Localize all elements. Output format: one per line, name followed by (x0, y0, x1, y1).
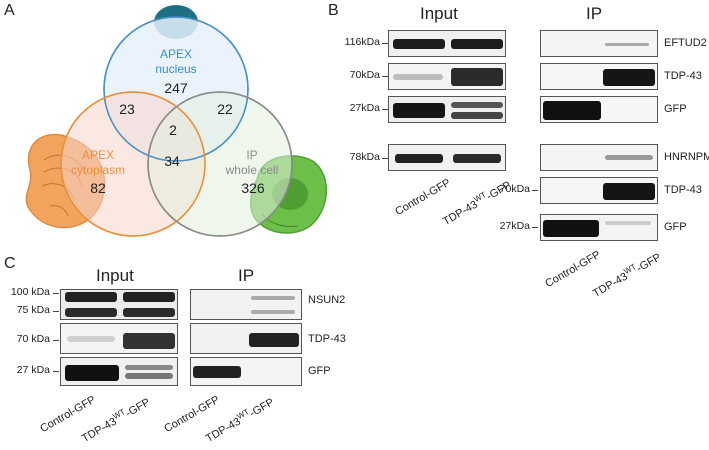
apex-nucleus-label-1: APEX (159, 47, 192, 61)
blot-b-input-eftud2 (388, 30, 506, 57)
blot-b-input-gfp (388, 96, 506, 123)
panel-c-input-title: Input (96, 266, 134, 285)
protein-c-tdp43: TDP-43 (308, 333, 346, 345)
mw-label-b-116: 116kDa (344, 36, 380, 48)
protein-c-gfp: GFP (308, 365, 331, 377)
mw-label-c-75: 75 kDa (16, 304, 50, 316)
ip-whole-cell-label-1: IP (246, 148, 258, 162)
blot-b-ip-hnrnpm (540, 144, 658, 171)
mw-label-b-27-top: 27kDa (349, 102, 380, 114)
blot-c-ip-nsun2 (190, 289, 302, 320)
blot-c-input-gfp (60, 357, 178, 386)
blot-b-ip-gfp-2 (540, 214, 658, 241)
overlap-nucleus-ip: 22 (217, 101, 233, 117)
blot-c-ip-gfp (190, 357, 302, 386)
mw-label-c-100: 100 kDa (10, 286, 50, 298)
blot-b-ip-gfp (540, 96, 658, 123)
panel-c-ip-title: IP (238, 266, 255, 285)
blot-b-ip-tdp43 (540, 63, 658, 90)
protein-c-nsun2: NSUN2 (308, 294, 346, 306)
venn-diagram (25, 5, 327, 237)
mw-label-c-27: 27 kDa (16, 364, 50, 376)
mw-label-b-70-bottom: 70kDa (499, 183, 530, 195)
blot-b-input-tdp43 (388, 63, 506, 90)
mw-label-b-27-bottom: 27kDa (499, 220, 530, 232)
protein-b-tdp43: TDP-43 (664, 70, 702, 82)
blot-b-ip-tdp43-2 (540, 177, 658, 204)
protein-b-tdp43-2: TDP-43 (664, 184, 702, 196)
panel-b-ip-title: IP (586, 4, 603, 23)
protein-b-gfp: GFP (664, 103, 687, 115)
mw-label-b-70-top: 70kDa (349, 69, 380, 81)
ip-whole-cell-label-2: whole cell (225, 163, 279, 177)
apex-cytoplasm-label-2: cytoplasm (70, 163, 126, 177)
blot-c-ip-tdp43 (190, 323, 302, 354)
panel-b-input-title: Input (420, 4, 458, 23)
blot-c-input-tdp43 (60, 323, 178, 354)
blot-c-input-nsun2 (60, 289, 178, 320)
apex-cytoplasm-label-1: APEX (81, 148, 114, 162)
blot-b-ip-eftud2 (540, 30, 658, 57)
mw-label-c-70: 70 kDa (16, 333, 50, 345)
overlap-all-three: 2 (169, 122, 177, 138)
mw-label-b-78: 78kDa (349, 151, 380, 163)
panel-b-letter: B (328, 2, 339, 19)
overlap-nucleus-cytoplasm: 23 (119, 101, 135, 117)
panel-a-letter: A (4, 2, 15, 19)
ip-whole-cell-count: 326 (241, 180, 265, 196)
blot-b-input-hnrnpm (388, 144, 506, 171)
apex-nucleus-label-2: nucleus (155, 62, 197, 76)
overlap-cytoplasm-ip: 34 (164, 153, 180, 169)
protein-b-gfp-2: GFP (664, 221, 687, 233)
protein-b-hnrnpm: HNRNPM (664, 151, 709, 163)
panel-c-letter: C (4, 255, 16, 272)
protein-b-eftud2: EFTUD2 (664, 37, 707, 49)
apex-cytoplasm-count: 82 (90, 180, 106, 196)
apex-nucleus-count: 247 (164, 80, 188, 96)
